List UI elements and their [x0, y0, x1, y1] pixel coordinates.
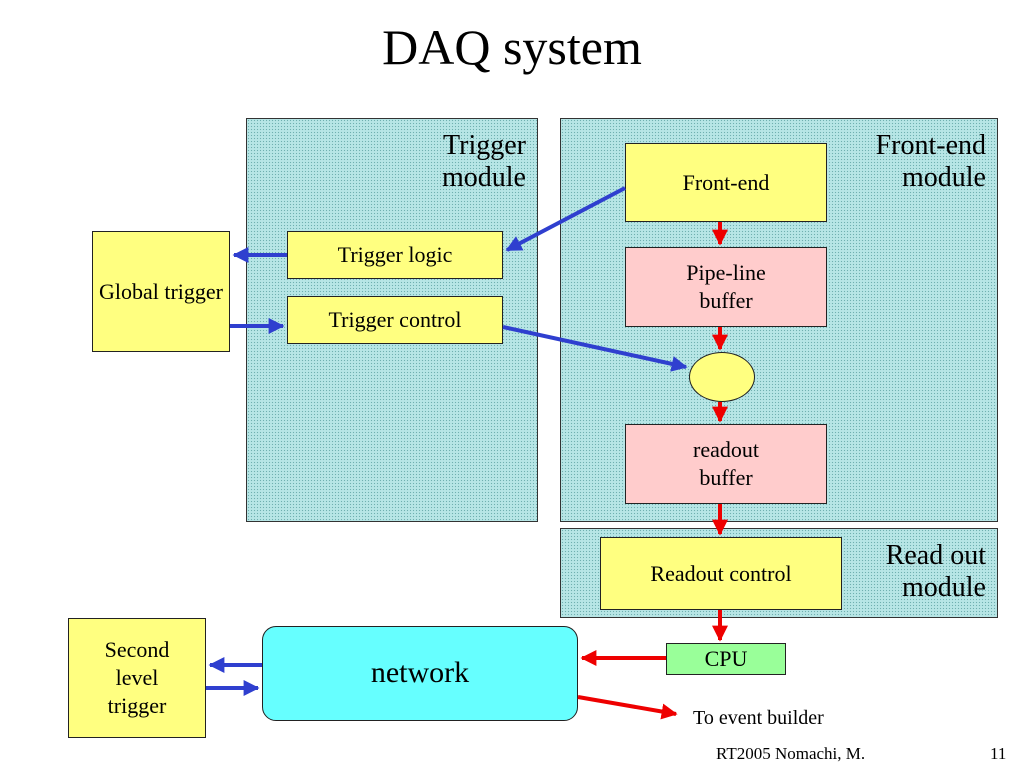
frontend-to-trigger-logic-arrow [505, 186, 626, 252]
readout-module-label: Read out module [885, 540, 986, 603]
cpu-box: CPU [666, 643, 786, 675]
second-level-trigger-box: Second level trigger [68, 618, 206, 738]
trigger-gate-ellipse [689, 352, 755, 402]
trigger-module-label: Trigger module [442, 130, 526, 193]
global-trigger-box: Global trigger [92, 231, 230, 352]
trigger-control-box: Trigger control [287, 296, 503, 344]
readout-buffer-box: readout buffer [625, 424, 827, 504]
to-event-builder-label: To event builder [693, 707, 824, 729]
footer-credit: RT2005 Nomachi, M. [716, 744, 866, 763]
slide-title: DAQ system [382, 19, 642, 75]
trigger-logic-box: Trigger logic [287, 231, 503, 279]
pipeline-buffer-box: Pipe-line buffer [625, 247, 827, 327]
network-box: network [262, 626, 578, 721]
footer-page-number: 11 [990, 744, 1007, 763]
front-end-box: Front-end [625, 143, 827, 222]
readout-control-box: Readout control [600, 537, 842, 610]
frontend-module-label: Front-end module [875, 130, 986, 193]
network-to-event-builder-arrow [577, 695, 678, 720]
trigger-control-to-gate-arrow [502, 325, 688, 372]
